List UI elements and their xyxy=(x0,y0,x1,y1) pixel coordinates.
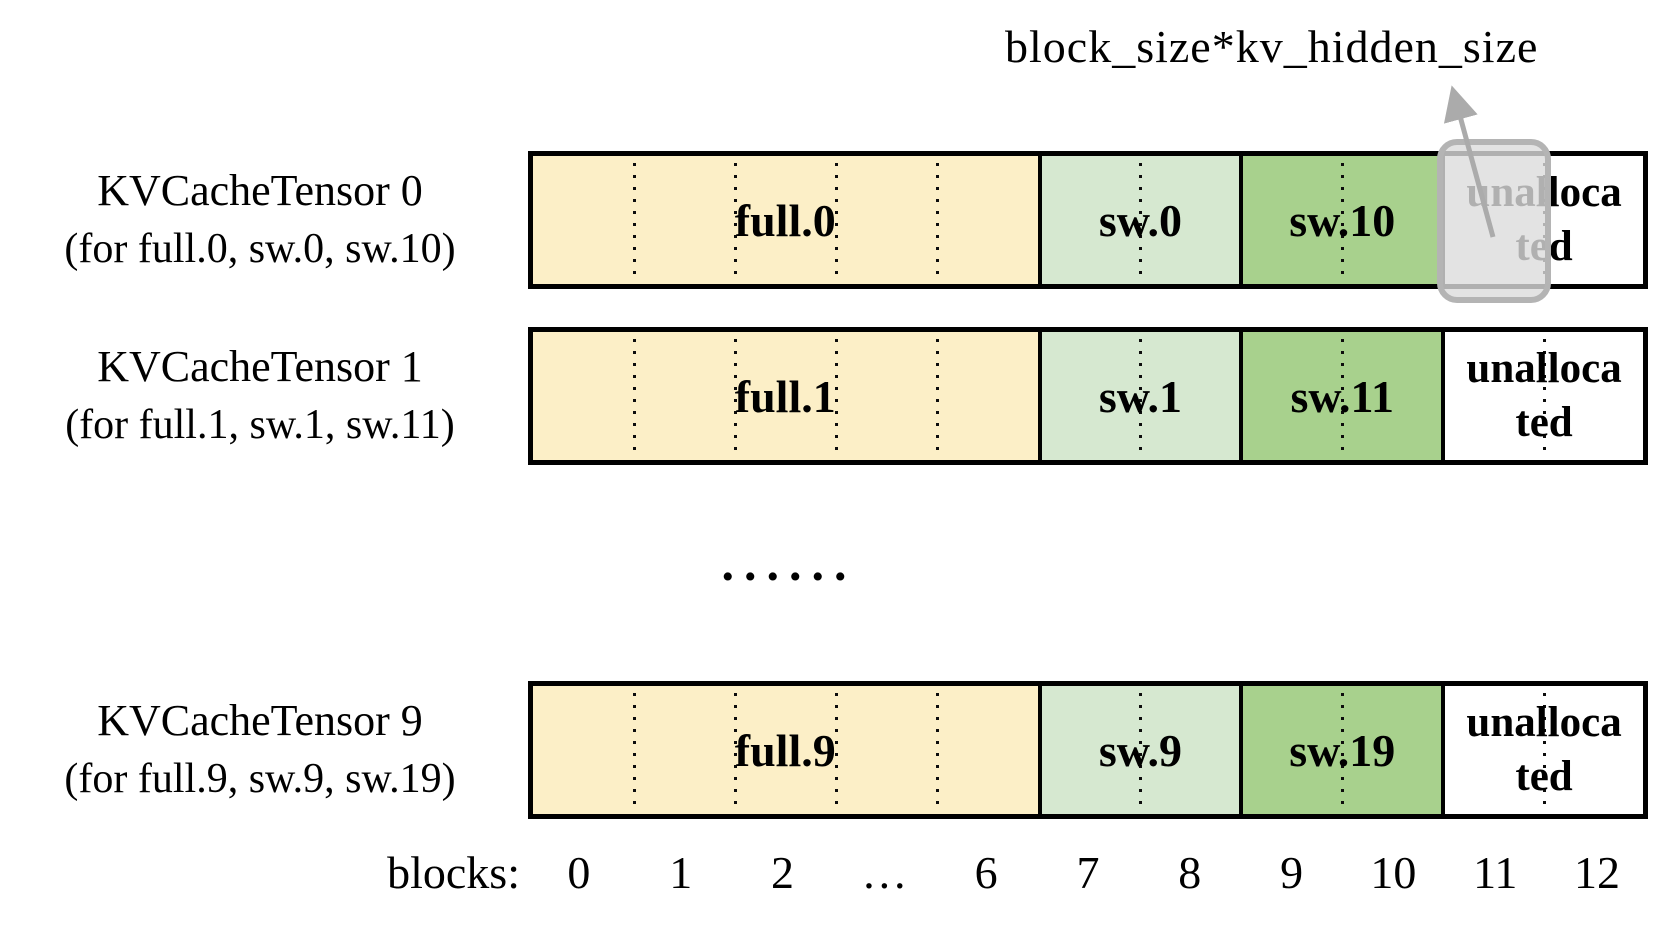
tensor-1-segment-full: full.1 xyxy=(533,332,1038,460)
segment-label: full.1 xyxy=(734,370,836,422)
tensor-0-title: KVCacheTensor 0 xyxy=(97,166,423,215)
block-divider-dotted xyxy=(1341,693,1345,807)
tensor-1-segment-sw: sw.1 xyxy=(1037,332,1240,460)
tensor-1-title: KVCacheTensor 1 xyxy=(97,342,423,391)
tensor-9-subtitle: (for full.9, sw.9, sw.19) xyxy=(64,756,456,802)
block-divider-dotted xyxy=(632,339,636,453)
segment-label: sw.0 xyxy=(1098,194,1182,246)
block-divider-dotted xyxy=(935,163,939,277)
block-divider-dotted xyxy=(1341,163,1345,277)
tensor-0-segment-sw10: sw.10 xyxy=(1239,156,1442,284)
block-divider-dotted xyxy=(834,339,838,453)
blocks-axis-ticks: 0 1 2 … 6 7 8 9 10 11 12 xyxy=(528,846,1648,899)
unallocated-line-2: ted xyxy=(1515,399,1573,446)
block-highlight-outline xyxy=(1437,139,1551,303)
block-divider-dotted xyxy=(834,693,838,807)
tensor-0-segment-full: full.0 xyxy=(533,156,1038,284)
tensor-9-segment-sw19: sw.19 xyxy=(1239,686,1442,814)
tensor-9-segment-full: full.9 xyxy=(533,686,1038,814)
tensor-9-label: KVCacheTensor 9 (for full.9, sw.9, sw.19… xyxy=(10,692,510,808)
segment-label: sw.9 xyxy=(1098,724,1182,776)
tensor-0-segment-sw: sw.0 xyxy=(1037,156,1240,284)
block-divider-dotted xyxy=(1543,339,1547,453)
tick-10: 10 xyxy=(1370,847,1417,898)
block-divider-dotted xyxy=(733,163,737,277)
segment-label: full.9 xyxy=(734,724,836,776)
block-size-annotation: block_size*kv_hidden_size xyxy=(1005,21,1539,72)
unallocated-line-2: ted xyxy=(1515,753,1573,800)
tick-11: 11 xyxy=(1473,847,1518,898)
segment-label: full.0 xyxy=(734,194,836,246)
tensor-0-label: KVCacheTensor 0 (for full.0, sw.0, sw.10… xyxy=(10,162,510,278)
tensor-1-segment-unallocated: unalloca ted xyxy=(1441,332,1643,460)
tensor-1-segment-sw11: sw.11 xyxy=(1239,332,1442,460)
block-divider-dotted xyxy=(1139,339,1143,453)
tensor-1-label: KVCacheTensor 1 (for full.1, sw.1, sw.11… xyxy=(10,338,510,454)
tick-6: 6 xyxy=(974,847,998,898)
tick-9: 9 xyxy=(1280,847,1304,898)
blocks-axis-label: blocks: xyxy=(387,847,520,898)
rows-ellipsis: ...... xyxy=(721,535,857,591)
block-divider-dotted xyxy=(935,339,939,453)
tensor-9-segment-sw: sw.9 xyxy=(1037,686,1240,814)
tick-8: 8 xyxy=(1178,847,1202,898)
tensor-1-subtitle: (for full.1, sw.1, sw.11) xyxy=(65,402,455,448)
block-divider-dotted xyxy=(632,693,636,807)
tensor-9-bar: full.9 sw.9 sw.19 unalloca ted xyxy=(528,681,1648,819)
tensor-0-subtitle: (for full.0, sw.0, sw.10) xyxy=(64,226,456,272)
annotation-arrow-icon xyxy=(1443,85,1496,238)
segment-label: sw.19 xyxy=(1289,724,1396,776)
tick-12: 12 xyxy=(1574,847,1621,898)
tensor-9-title: KVCacheTensor 9 xyxy=(97,696,423,745)
block-divider-dotted xyxy=(632,163,636,277)
segment-label: sw.1 xyxy=(1098,370,1182,422)
segment-label: unalloca ted xyxy=(1466,342,1621,450)
segment-label: sw.11 xyxy=(1290,370,1395,422)
unallocated-line-1: unalloca xyxy=(1466,699,1622,746)
block-divider-dotted xyxy=(1139,163,1143,277)
tensor-9-segment-unallocated: unalloca ted xyxy=(1441,686,1643,814)
tick-2: 2 xyxy=(771,847,795,898)
tick-1: 1 xyxy=(669,847,693,898)
tick-7: 7 xyxy=(1076,847,1100,898)
block-divider-dotted xyxy=(1543,693,1547,807)
block-divider-dotted xyxy=(834,163,838,277)
segment-label: sw.10 xyxy=(1289,194,1396,246)
block-divider-dotted xyxy=(1341,339,1345,453)
block-divider-dotted xyxy=(935,693,939,807)
unallocated-line-1: unalloca xyxy=(1466,345,1622,392)
block-divider-dotted xyxy=(733,339,737,453)
tensor-1-bar: full.1 sw.1 sw.11 unalloca ted xyxy=(528,327,1648,465)
tick-ellipsis: … xyxy=(861,847,908,898)
tick-0: 0 xyxy=(567,847,591,898)
segment-label: unalloca ted xyxy=(1466,696,1621,804)
block-divider-dotted xyxy=(1139,693,1143,807)
block-divider-dotted xyxy=(733,693,737,807)
